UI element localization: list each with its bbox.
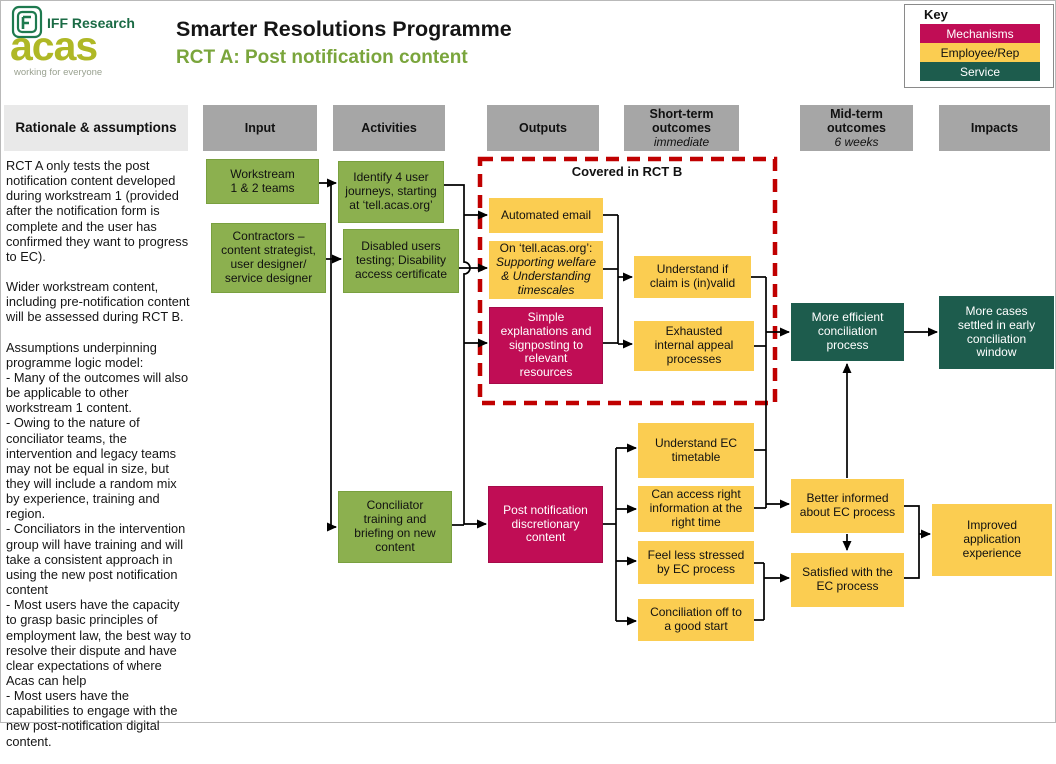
rationale-text-block: RCT A only tests the post notification c… bbox=[6, 158, 192, 764]
column-header-short-term: Short-term outcomes immediate bbox=[624, 105, 739, 151]
node-understand-ec-timetable: Understand EC timetable bbox=[638, 423, 754, 478]
node-on-tell-acas-org: On ‘tell.acas.org’: Supporting welfare &… bbox=[489, 241, 603, 299]
covered-in-rct-b-label: Covered in RCT B bbox=[571, 164, 683, 179]
rationale-paragraph-1: RCT A only tests the post notification c… bbox=[6, 158, 189, 264]
key-legend: Key Mechanisms Employee/Rep Service bbox=[904, 4, 1054, 88]
column-header-mid-term: Mid-term outcomes 6 weeks bbox=[800, 105, 913, 151]
column-header-mid-term-label: Mid-term outcomes bbox=[826, 106, 887, 136]
node-more-cases-settled: More cases settled in early conciliation… bbox=[939, 296, 1054, 369]
node-simple-explanations: Simple explanations and signposting to r… bbox=[489, 307, 603, 384]
node-exhausted-internal-appeal: Exhausted internal appeal processes bbox=[634, 321, 754, 371]
rationale-paragraph-3: Assumptions underpinning programme logic… bbox=[6, 339, 191, 749]
node-can-access-right-information: Can access right information at the righ… bbox=[638, 486, 754, 532]
connector-lines bbox=[319, 156, 938, 626]
column-header-short-term-label: Short-term outcomes bbox=[649, 106, 714, 136]
column-header-rationale: Rationale & assumptions bbox=[4, 105, 188, 151]
key-item-employee-rep: Employee/Rep bbox=[920, 43, 1040, 62]
node-better-informed-ec: Better informed about EC process bbox=[791, 479, 904, 533]
node-identify-user-journeys: Identify 4 user journeys, starting at ‘t… bbox=[338, 161, 444, 223]
node-improved-application-experience: Improved application experience bbox=[932, 504, 1052, 576]
node-conciliator-training: Conciliator training and briefing on new… bbox=[338, 491, 452, 563]
key-item-service: Service bbox=[920, 62, 1040, 81]
node-disabled-users-testing: Disabled users testing; Disability acces… bbox=[343, 229, 459, 293]
column-header-rationale-label: Rationale & assumptions bbox=[15, 120, 177, 136]
rationale-paragraph-2: Wider workstream content, including pre-… bbox=[6, 279, 190, 325]
node-on-tell-italic: Supporting welfare & Understanding times… bbox=[495, 255, 597, 297]
node-more-efficient-conciliation: More efficient conciliation process bbox=[791, 303, 904, 361]
node-post-notification-content: Post notification discretionary content bbox=[488, 486, 603, 563]
node-feel-less-stressed: Feel less stressed by EC process bbox=[638, 541, 754, 584]
column-header-outputs-label: Outputs bbox=[519, 120, 567, 135]
node-conciliation-good-start: Conciliation off to a good start bbox=[638, 599, 754, 641]
node-contractors: Contractors – content strategist, user d… bbox=[211, 223, 326, 293]
page-subtitle: RCT A: Post notification content bbox=[176, 47, 468, 68]
node-on-tell-intro: On ‘tell.acas.org’: bbox=[499, 241, 593, 256]
acas-tagline: working for everyone bbox=[14, 67, 103, 78]
node-understand-claim-validity: Understand if claim is (in)valid bbox=[634, 256, 751, 298]
iff-research-logo-text: IFF Research bbox=[47, 15, 135, 31]
column-header-activities-label: Activities bbox=[361, 120, 417, 135]
node-satisfied-ec-process: Satisfied with the EC process bbox=[791, 553, 904, 607]
node-workstream-teams: Workstream 1 & 2 teams bbox=[206, 159, 319, 204]
column-header-short-term-note: immediate bbox=[653, 134, 710, 149]
page-title: Smarter Resolutions Programme bbox=[176, 17, 512, 41]
iff-logo-icon bbox=[11, 5, 43, 39]
acas-logo: acas bbox=[10, 23, 98, 69]
key-title: Key bbox=[924, 7, 948, 22]
covered-in-rct-b-frame bbox=[477, 156, 778, 406]
column-header-outputs: Outputs bbox=[487, 105, 599, 151]
node-automated-email: Automated email bbox=[489, 198, 603, 233]
column-header-input-label: Input bbox=[244, 120, 276, 135]
column-header-mid-term-note: 6 weeks bbox=[834, 134, 879, 149]
column-header-input: Input bbox=[203, 105, 317, 151]
column-header-impacts: Impacts bbox=[939, 105, 1050, 151]
key-item-mechanisms: Mechanisms bbox=[920, 24, 1040, 43]
column-header-impacts-label: Impacts bbox=[970, 120, 1019, 135]
column-header-activities: Activities bbox=[333, 105, 445, 151]
